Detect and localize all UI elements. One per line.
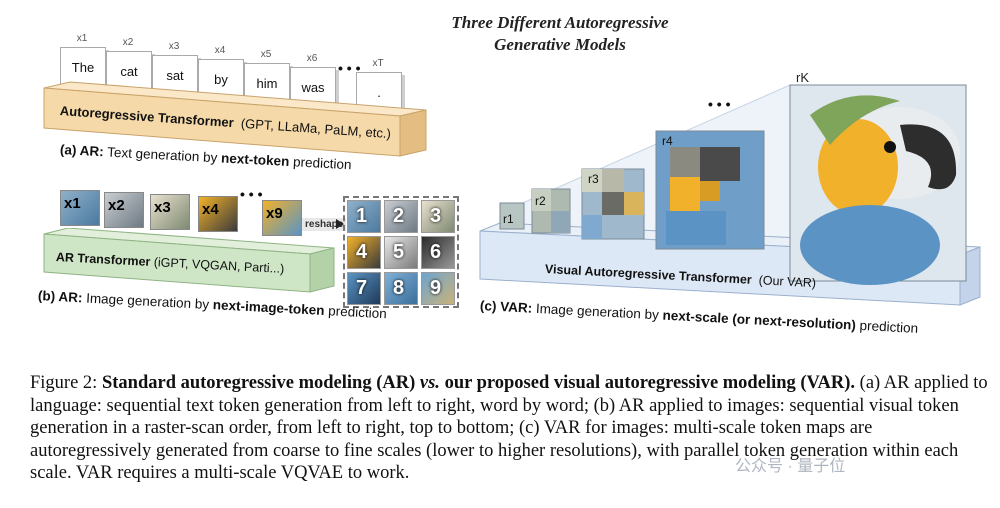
caption-prefix: (a) AR:: [59, 142, 105, 160]
caption-suffix: prediction: [292, 154, 352, 173]
caption-suffix: prediction: [859, 317, 919, 336]
token-sub: x6: [306, 53, 318, 64]
caption-bold: next-token: [220, 150, 290, 170]
grid-cell: 6: [421, 236, 455, 269]
figure-label: Figure 2:: [30, 373, 98, 393]
grid-cell: 2: [384, 200, 418, 233]
tile-label: x2: [108, 197, 125, 214]
scale-label: rK: [796, 70, 809, 85]
image-token-ellipsis: • • •: [240, 186, 263, 202]
watermark: 公众号 · 量子位: [735, 458, 846, 475]
ar-text-slab: [43, 81, 427, 157]
token-sub: x2: [122, 37, 134, 48]
token-sub: xT: [372, 58, 384, 69]
scale-label: r2: [535, 194, 546, 208]
token-card: cat: [106, 51, 152, 93]
token-sub: x5: [260, 49, 272, 60]
reshape-arrow-icon: [336, 219, 344, 229]
tile-label: x1: [64, 195, 81, 212]
image-token-tile: x4: [198, 196, 238, 232]
token-ellipsis: • • •: [338, 60, 361, 76]
caption-bold-a: Standard autoregressive modeling (AR): [101, 373, 416, 393]
grid-cell-label: 7: [356, 277, 368, 299]
token-sub: x4: [214, 45, 226, 56]
figure-caption: Figure 2: Standard autoregressive modeli…: [30, 372, 990, 485]
caption-bold: next-image-token: [212, 297, 325, 319]
figure-title-line2: Generative Models: [494, 35, 626, 54]
grid-cell: 5: [384, 236, 418, 269]
grid-cell: 3: [421, 200, 455, 233]
scale-ellipsis: • • •: [708, 96, 731, 112]
figure-title: Three Different Autoregressive Generativ…: [410, 12, 710, 56]
caption-suffix: prediction: [327, 303, 388, 322]
grid-cell: 1: [347, 200, 381, 233]
image-token-tile: x3: [150, 194, 190, 230]
grid-cell-label: 8: [393, 277, 405, 299]
scale-label: r3: [588, 172, 599, 186]
image-token-tile: x2: [104, 192, 144, 228]
token-sub: x1: [76, 33, 88, 44]
tile-label: x9: [266, 205, 283, 222]
image-token-tile: x1: [60, 190, 100, 226]
slab-models: (Our VAR): [758, 273, 817, 291]
reshape-label: reshape: [302, 218, 347, 231]
scale-label: r1: [503, 212, 514, 226]
grid-cell-label: 9: [430, 277, 442, 299]
reshaped-token-grid: 1 2 3 4 5 6 7 8 9: [343, 196, 459, 308]
grid-cell: 4: [347, 236, 381, 269]
var-pyramid: [479, 84, 981, 306]
grid-cell: 9: [421, 272, 455, 305]
scale-label: r4: [662, 134, 673, 148]
grid-cell-label: 1: [356, 205, 368, 227]
grid-cell: 8: [384, 272, 418, 305]
grid-cell-label: 6: [430, 241, 442, 263]
caption-bold-b: our proposed visual autoregressive model…: [444, 373, 856, 393]
caption-prefix: (c) VAR:: [479, 298, 533, 316]
caption-prefix: (b) AR:: [37, 288, 83, 306]
figure-title-line1: Three Different Autoregressive: [451, 13, 669, 32]
grid-cell-label: 3: [430, 205, 442, 227]
grid-cell: 7: [347, 272, 381, 305]
grid-cell-label: 5: [393, 241, 405, 263]
token-sub: x3: [168, 41, 180, 52]
grid-cell-label: 2: [393, 205, 405, 227]
tile-label: x3: [154, 199, 171, 216]
image-token-tile: x9: [262, 200, 302, 236]
grid-cell-label: 4: [356, 241, 368, 263]
token-card: The: [60, 47, 106, 89]
ar-image-slab: [43, 228, 335, 293]
tile-label: x4: [202, 201, 219, 218]
caption-vs: vs.: [419, 373, 440, 393]
caption-body: (a) AR applied to language: sequential t…: [30, 373, 988, 483]
